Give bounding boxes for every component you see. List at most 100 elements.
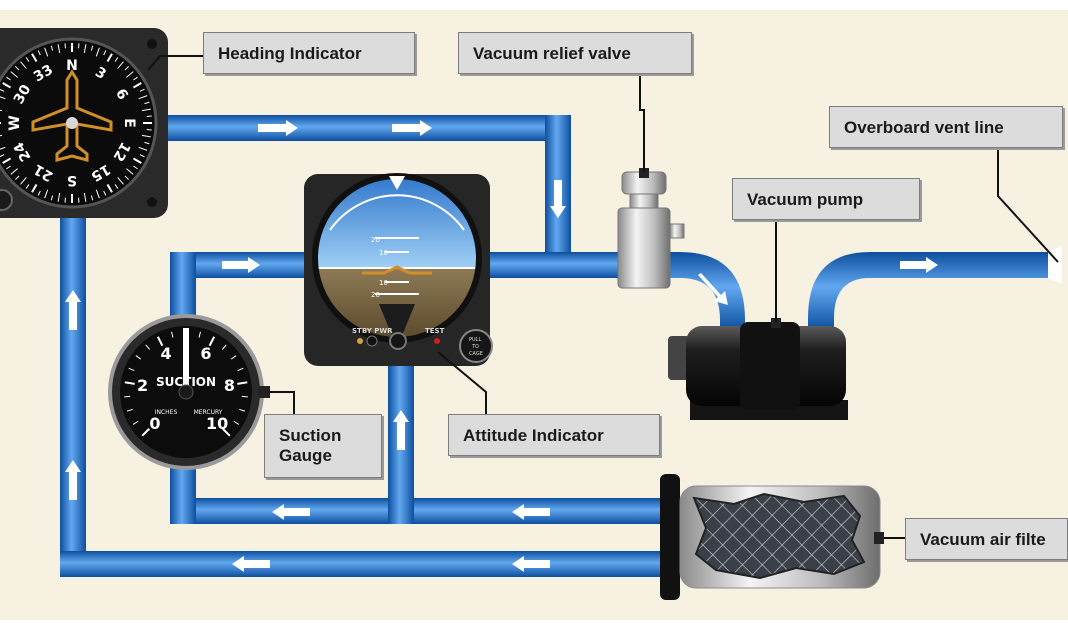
heading-tick <box>90 45 94 51</box>
heading-tick <box>132 82 142 89</box>
flow-arrow <box>232 556 270 572</box>
knob-label: TO <box>471 344 479 350</box>
suction-unit-right: MERCURY <box>194 409 223 416</box>
heading-tick <box>95 189 100 199</box>
pump-shaft <box>668 336 690 380</box>
caging-knob[interactable] <box>459 329 493 363</box>
heading-tick <box>117 177 124 185</box>
valve-body <box>617 207 671 289</box>
vacuum-air-filter-label: Vacuum air filte <box>905 518 1068 560</box>
suction-tick <box>132 420 139 425</box>
heading-tick <box>25 57 30 62</box>
flow-arrow <box>550 180 566 218</box>
suction-tick <box>171 331 174 338</box>
pipe-top <box>165 115 570 141</box>
attitude-pointer-base <box>379 304 415 340</box>
flow-arrow <box>222 257 260 273</box>
heading-adjust-knob <box>0 189 13 211</box>
heading-tick <box>90 195 94 201</box>
heading-dial-label: W <box>7 115 23 130</box>
screw <box>147 39 157 49</box>
suction-needle <box>183 328 189 392</box>
knob-label: CAGE <box>469 351 483 357</box>
label-connector <box>771 318 781 328</box>
suction-tick <box>237 381 248 385</box>
suction-tick <box>135 355 141 360</box>
miniature-airplane <box>362 265 432 275</box>
suction-dial-label: 0 <box>149 414 160 433</box>
screw <box>147 197 157 207</box>
heading-tick <box>124 175 129 180</box>
stby-pwr-button[interactable] <box>366 335 378 347</box>
stby-pwr-label: STBY PWR <box>352 327 393 335</box>
heading-tick <box>126 168 134 175</box>
heading-tick <box>15 66 20 71</box>
flow-arrow <box>512 504 550 520</box>
heading-tick <box>25 184 30 189</box>
heading-tick <box>10 168 18 175</box>
overboard-vent-line-label: Overboard vent line <box>829 106 1063 148</box>
vacuum-relief-valve-label: Vacuum relief valve <box>458 32 692 74</box>
heading-tick <box>141 108 151 112</box>
leader-attitude <box>437 351 487 414</box>
heading-tick <box>0 154 5 158</box>
heading-tick <box>10 71 18 78</box>
heading-tick <box>57 192 61 202</box>
suction-tick <box>231 355 237 360</box>
flow-arrow <box>393 410 409 450</box>
suction-dial-label: 8 <box>224 376 235 395</box>
vacuum-pipes <box>60 115 1060 577</box>
heading-tick <box>133 76 138 81</box>
suction-tick <box>126 408 133 412</box>
heading-dial-ticks <box>0 43 152 203</box>
heading-tick <box>0 96 6 100</box>
suction-dial-label: 6 <box>200 344 211 363</box>
dial-center <box>66 117 78 129</box>
suction-dial-label: 10 <box>206 414 228 433</box>
heading-tick <box>44 189 49 199</box>
center-knob[interactable] <box>389 332 407 350</box>
label-connector <box>639 168 649 178</box>
suction-tick <box>222 428 231 437</box>
suction-tick <box>208 336 216 347</box>
flow-arrow <box>258 120 298 136</box>
heading-tick <box>6 76 11 81</box>
suction-tick <box>156 336 164 347</box>
leader-lines <box>147 55 1059 539</box>
knob-label: PULL <box>469 337 481 343</box>
heading-indicator-label: Heading Indicator <box>203 32 415 74</box>
heading-tick <box>44 47 49 57</box>
heading-tick <box>138 95 148 100</box>
heading-tick <box>139 154 145 158</box>
heading-tick <box>114 57 119 62</box>
pipe-main-left <box>490 252 625 278</box>
suction-dial-label: 2 <box>137 376 148 395</box>
bank-pointer <box>389 176 405 190</box>
suction-tick <box>233 420 240 425</box>
attitude-indicator-label: Attitude Indicator <box>448 414 660 456</box>
heading-tick <box>50 45 54 51</box>
heading-tick <box>6 165 11 170</box>
heading-tick <box>31 53 38 63</box>
test-label: TEST <box>425 327 445 335</box>
label-connector <box>874 532 884 544</box>
heading-tick <box>83 192 87 202</box>
heading-tick <box>106 53 113 63</box>
bank-scale <box>329 194 465 231</box>
leader-heading <box>147 55 205 71</box>
heading-tick <box>20 61 27 69</box>
heading-dial-label: N <box>66 58 78 74</box>
suction-tick <box>141 428 150 437</box>
heading-tick <box>0 146 6 150</box>
suction-gauge-label-line: Suction <box>279 426 342 445</box>
heading-tick <box>132 157 142 164</box>
pitch-mark-label: 20 <box>371 291 380 299</box>
heading-tick <box>15 175 20 180</box>
suction-tick <box>237 367 244 372</box>
flow-arrow <box>900 257 938 273</box>
pump-center-housing <box>740 322 800 410</box>
heading-tick <box>114 184 119 189</box>
